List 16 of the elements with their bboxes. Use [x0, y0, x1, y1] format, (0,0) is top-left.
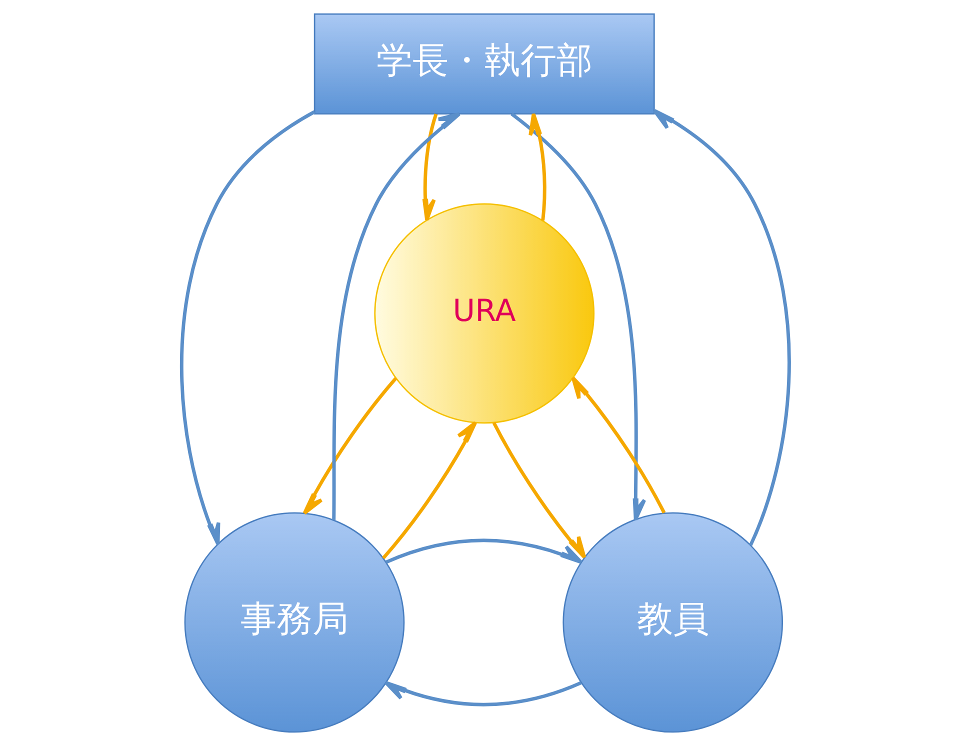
arrow	[180, 110, 315, 546]
arrow	[422, 114, 438, 222]
arrow	[510, 112, 646, 522]
arrow	[652, 108, 790, 546]
arrow	[384, 681, 582, 706]
node-circle: 教員	[562, 512, 783, 733]
arrow	[332, 112, 460, 520]
arrow	[302, 377, 397, 515]
arrow	[382, 421, 477, 560]
node-box: 学長・執行部	[313, 13, 654, 115]
arrow	[570, 376, 666, 514]
arrow	[528, 112, 546, 221]
arrow	[492, 422, 586, 559]
node-circle: URA	[374, 203, 594, 424]
node-circle: 事務局	[184, 512, 404, 733]
arrow	[384, 538, 582, 564]
